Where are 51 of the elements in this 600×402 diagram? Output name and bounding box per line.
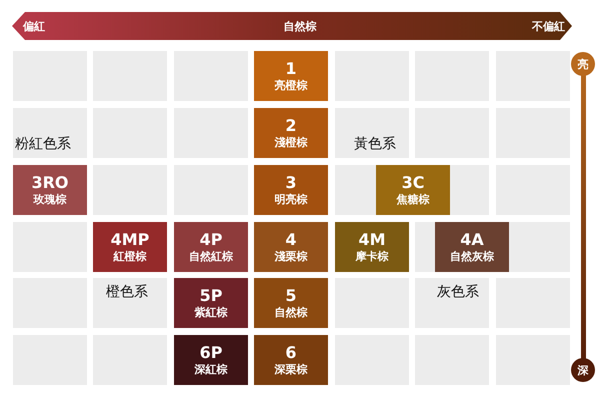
- scale-end-label: 偏紅: [23, 19, 45, 34]
- shade-code: 5P: [200, 286, 222, 305]
- shade-name: 淺橙棕: [274, 135, 308, 150]
- color-swatch: [174, 278, 248, 328]
- shade-name: 自然棕: [274, 305, 308, 320]
- scale-end-label: 不偏紅: [532, 19, 565, 34]
- scale-end-marker: 深: [571, 358, 595, 382]
- shade-code: 4: [285, 230, 297, 249]
- shade-name: 明亮棕: [274, 192, 308, 207]
- color-swatch: [254, 51, 328, 101]
- color-swatch: [435, 222, 509, 272]
- shade-code: 2: [285, 116, 297, 135]
- color-swatch: [93, 222, 167, 272]
- shade-code: 5: [285, 286, 297, 305]
- group-label: 粉紅色系: [15, 135, 71, 153]
- shade-name: 焦糖棕: [396, 192, 430, 207]
- color-swatch: [335, 222, 409, 272]
- shade-code: 4M: [358, 230, 386, 249]
- color-swatch: [376, 165, 450, 215]
- shade-code: 4A: [460, 230, 484, 249]
- color-swatch: [254, 335, 328, 385]
- shade-code: 6P: [200, 343, 222, 362]
- color-swatch: [254, 278, 328, 328]
- scale-label: 自然棕: [284, 19, 316, 34]
- color-swatch: [174, 222, 248, 272]
- shade-name: 玫瑰棕: [34, 192, 66, 207]
- shade-name: 深紅棕: [194, 362, 228, 377]
- shade-code: 3RO: [31, 173, 69, 192]
- shade-name: 淺栗棕: [274, 249, 308, 264]
- shade-code: 4P: [200, 230, 222, 249]
- scale-end-marker: 亮: [571, 52, 595, 76]
- shade-code: 4MP: [110, 230, 150, 249]
- shade-name: 自然灰棕: [450, 249, 494, 264]
- shade-name: 自然紅棕: [189, 249, 233, 264]
- shade-name: 紅橙棕: [114, 249, 146, 264]
- group-label: 黃色系: [354, 135, 396, 153]
- shade-name: 深栗棕: [274, 362, 308, 377]
- shade-code: 3C: [402, 173, 424, 192]
- color-swatch: [174, 335, 248, 385]
- shade-name: 紫紅棕: [194, 305, 228, 320]
- color-swatch: [13, 165, 87, 215]
- shade-code: 6: [285, 343, 297, 362]
- color-swatch: [254, 222, 328, 272]
- group-label: 灰色系: [437, 283, 479, 301]
- shade-code: 1: [285, 59, 297, 78]
- shade-name: 摩卡棕: [356, 249, 388, 264]
- shade-code: 3: [285, 173, 297, 192]
- color-swatch: [254, 165, 328, 215]
- shade-name: 亮橙棕: [274, 78, 308, 93]
- color-swatch: [254, 108, 328, 158]
- group-label: 橙色系: [106, 283, 148, 301]
